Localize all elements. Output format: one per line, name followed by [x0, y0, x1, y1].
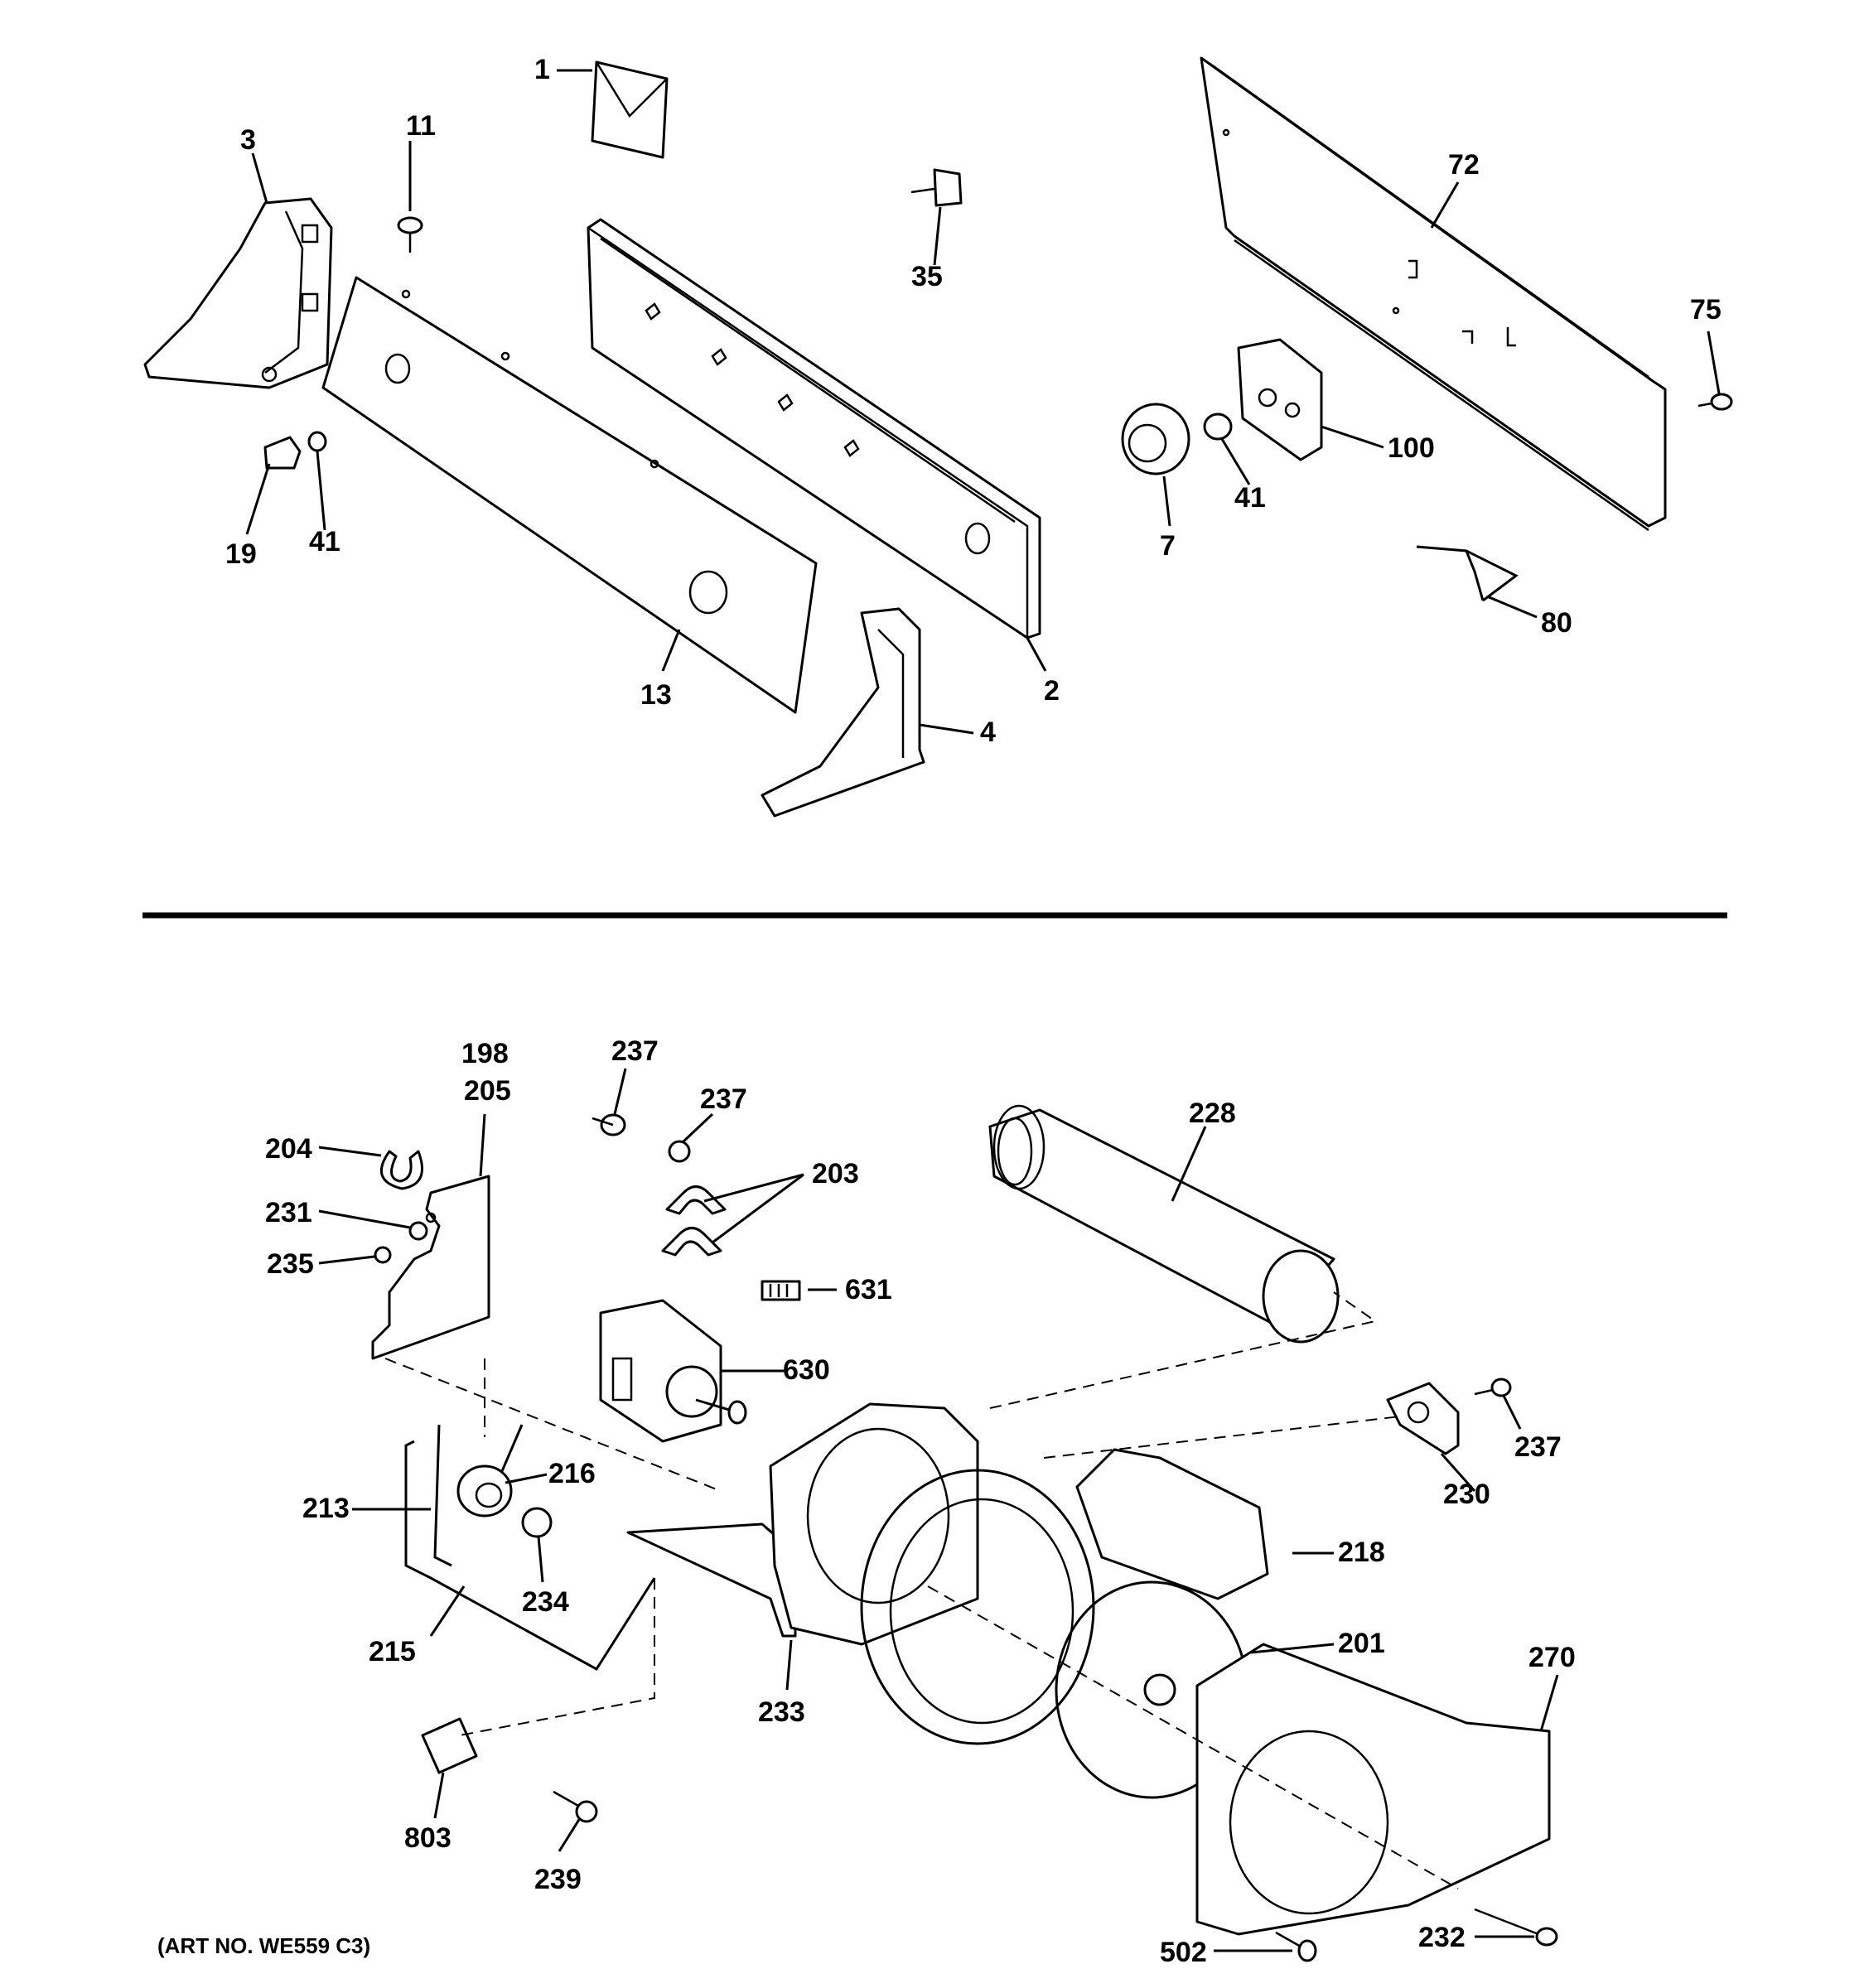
part-630-motor	[599, 1299, 747, 1443]
part-203-strap-upper	[665, 1185, 727, 1215]
part-7-knob	[1121, 403, 1190, 475]
part-239-screw	[553, 1790, 598, 1823]
part-218-blower-housing	[1075, 1448, 1269, 1600]
part-231-screw	[408, 1221, 428, 1241]
part-1-envelope	[591, 60, 669, 159]
part-35-switch	[910, 168, 963, 207]
part-270-blower-cover	[1195, 1643, 1551, 1936]
part-3-end-cap-left	[143, 197, 333, 389]
callout-235: 235	[267, 1248, 314, 1280]
callout-11: 11	[406, 110, 436, 142]
part-205-bracket	[371, 1175, 490, 1360]
part-237-screw-b	[668, 1140, 691, 1163]
part-237-screw-c	[1474, 1378, 1512, 1397]
callout-2: 2	[1044, 675, 1060, 707]
part-232-screw	[1474, 1908, 1558, 1947]
callout-4: 4	[980, 717, 996, 748]
part-213-idler-arm	[404, 1424, 656, 1671]
callout-231: 231	[265, 1197, 312, 1228]
part-228-duct	[988, 1104, 1340, 1344]
callout-72: 72	[1448, 149, 1480, 181]
callout-239: 239	[534, 1864, 582, 1895]
part-235-screw	[374, 1246, 392, 1264]
part-41-bushing-left	[307, 431, 327, 452]
leader-lines-upper	[245, 69, 1721, 735]
part-216-idler-pulley	[456, 1464, 513, 1518]
callout-201: 201	[1338, 1628, 1385, 1659]
part-230-thermostat	[1386, 1382, 1460, 1455]
part-72-back-panel	[1200, 56, 1667, 532]
callout-13: 13	[640, 679, 672, 711]
part-13-control-panel	[321, 276, 818, 714]
part-218-blower-ring	[860, 1469, 1095, 1745]
part-75-screw	[1697, 393, 1733, 411]
callout-233: 233	[758, 1696, 805, 1728]
callout-80: 80	[1541, 607, 1572, 639]
art-number: (ART NO. WE559 C3)	[157, 1933, 370, 1958]
callout-labels-upper: 1 11 3 19 41 13 2 4 35 72 75 100 41 7 80	[225, 54, 1722, 748]
callout-237-a: 237	[611, 1035, 659, 1067]
callout-237-c: 237	[1514, 1431, 1562, 1463]
part-41-bushing-right	[1203, 413, 1233, 441]
callout-204: 204	[265, 1133, 312, 1165]
callout-232: 232	[1418, 1922, 1466, 1953]
part-502-screw	[1275, 1931, 1317, 1962]
part-11-screw	[397, 216, 423, 253]
callout-803: 803	[404, 1822, 452, 1854]
part-80-wire-harness	[1416, 545, 1519, 602]
callout-218: 218	[1338, 1537, 1385, 1568]
part-100-timer	[1237, 338, 1323, 461]
callout-1: 1	[534, 54, 550, 85]
callout-35: 35	[911, 261, 943, 292]
callout-75: 75	[1690, 294, 1722, 326]
part-204-clip	[380, 1150, 423, 1190]
callout-216: 216	[548, 1458, 596, 1489]
part-234-bearing	[521, 1507, 553, 1538]
part-237-screw-a	[592, 1113, 626, 1136]
callout-234: 234	[522, 1586, 569, 1618]
callout-labels-lower: 198 205 204 231 235 237 237 203 631 630 …	[265, 1035, 1576, 1968]
callout-100: 100	[1388, 432, 1435, 464]
callout-230: 230	[1443, 1479, 1490, 1510]
part-19-knob	[263, 436, 302, 470]
callout-203: 203	[812, 1158, 859, 1189]
callout-631: 631	[845, 1274, 892, 1305]
part-4-end-cap-right	[761, 607, 925, 818]
callout-19: 19	[225, 538, 257, 570]
callout-502: 502	[1160, 1937, 1207, 1968]
callout-237-b: 237	[700, 1083, 747, 1115]
part-631-connector	[761, 1280, 801, 1301]
part-2-backsplash-frame	[587, 218, 1041, 639]
callout-205: 205	[464, 1075, 511, 1107]
callout-7: 7	[1160, 530, 1176, 562]
callout-41-left: 41	[309, 526, 340, 557]
callout-270: 270	[1528, 1642, 1576, 1673]
part-233-mounting-bracket	[626, 1402, 979, 1646]
part-803-switch	[421, 1717, 478, 1774]
callout-630: 630	[783, 1354, 830, 1386]
assembly-dashed-lines	[384, 1291, 1459, 1889]
callout-228: 228	[1189, 1098, 1236, 1129]
callout-215: 215	[369, 1636, 416, 1667]
callout-198: 198	[461, 1038, 509, 1069]
callout-41-right: 41	[1234, 482, 1266, 514]
part-203-strap-lower	[661, 1227, 722, 1257]
callout-3: 3	[240, 124, 256, 156]
leader-lines-lower	[318, 1068, 1559, 1952]
callout-213: 213	[302, 1493, 350, 1524]
